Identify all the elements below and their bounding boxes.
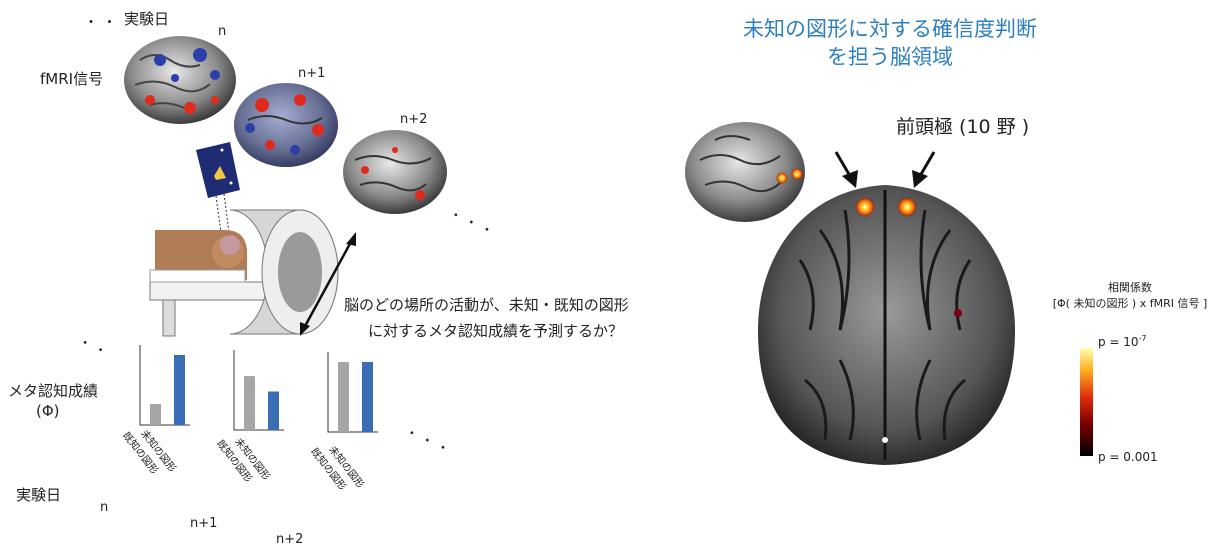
bar-known-1	[150, 404, 161, 425]
experiment-day-top-label: 実験日	[124, 10, 170, 28]
p-value-top-text: p = 10	[1098, 335, 1139, 349]
bar-chart-axis	[233, 350, 284, 431]
frontal-pole-label: 前頭極 (10 野 )	[896, 116, 1030, 138]
day-label-n-bottom: n	[100, 500, 109, 515]
colorbar-title-1: 相関係数	[1108, 281, 1152, 294]
brain-day-n2	[343, 130, 447, 214]
colorbar	[1080, 348, 1093, 456]
top-view-brain	[758, 185, 1015, 465]
p-value-top: p = 10-7	[1098, 334, 1147, 349]
dots-top: ・ ・	[84, 15, 117, 31]
double-arrow	[300, 232, 356, 336]
bar-unknown-2	[268, 391, 279, 430]
day-label-n2-top: n+2	[400, 112, 428, 127]
question-line-2: に対するメタ認知成績を予測するか？	[368, 322, 624, 340]
right-title-line-1: 未知の図形に対する確信度判断	[743, 17, 1037, 41]
day-label-n-top: n	[218, 24, 227, 39]
brain-day-n1	[234, 83, 338, 167]
metacognition-label-2: (Φ)	[36, 402, 60, 420]
side-view-brain	[685, 122, 805, 222]
colorbar-title-2: [Φ( 未知の図形 ) x fMRI 信号 ]	[1052, 297, 1208, 310]
bar-chart-axis	[327, 352, 378, 433]
p-value-top-exponent: -7	[1138, 334, 1147, 343]
experiment-day-bottom-label: 実験日	[16, 486, 62, 504]
metacognition-label-1: メタ認知成績	[8, 382, 99, 400]
bar-unknown-3	[362, 362, 373, 432]
bar-known-3	[338, 362, 349, 432]
right-title-line-2: を担う脳領域	[827, 45, 953, 69]
day-label-n1-bottom: n+1	[190, 516, 218, 531]
bar-unknown-1	[174, 355, 185, 425]
question-line-1: 脳のどの場所の活動が、未知・既知の図形	[344, 296, 629, 314]
frontal-pole-arrows	[834, 151, 936, 188]
stimulus-card	[196, 142, 240, 241]
p-value-bottom: p = 0.001	[1098, 450, 1158, 464]
day-label-n2-bottom: n+2	[276, 532, 304, 547]
metacognition-bar-charts	[139, 345, 378, 433]
brain-day-n	[124, 36, 236, 124]
bar-chart-axis	[139, 345, 190, 426]
day-label-n1-top: n+1	[298, 66, 326, 81]
bar-known-2	[244, 376, 255, 430]
fmri-signal-label: fMRI信号	[40, 70, 104, 88]
